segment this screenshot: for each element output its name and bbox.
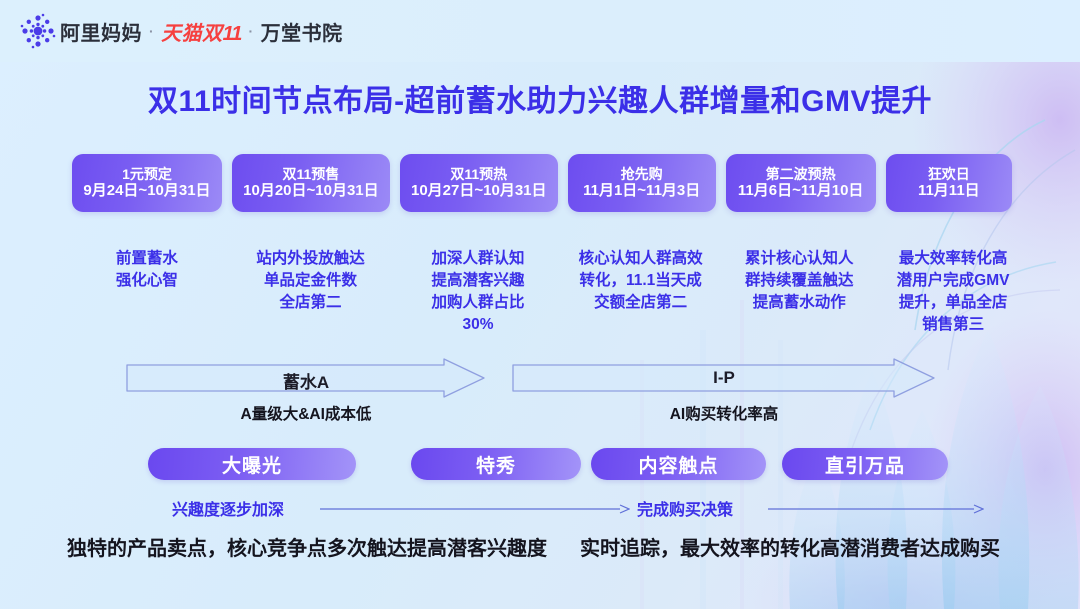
campaign-suffix: 11 [222, 22, 243, 45]
stage-description: 前置蓄水强化心智 [115, 250, 178, 289]
stage-card[interactable]: 抢先购 11月1日~11月3日 [567, 154, 716, 212]
stage-card[interactable]: 1元预定 9月24日~10月31日 [72, 154, 222, 212]
stage-date: 11月1日~11月3日 [583, 182, 701, 200]
stage-name: 抢先购 [620, 165, 663, 182]
progress-arrow-icon [768, 504, 984, 514]
stage-description: 累计核心认知人群持续覆盖触达提高蓄水动作 [745, 250, 854, 311]
product-pill[interactable]: 大曝光 [148, 448, 356, 480]
phase-arrow-shuiA: 蓄水A A量级大&AI成本低 [126, 358, 486, 423]
stage-date: 10月20日~10月31日 [243, 182, 379, 200]
stage-descriptions-row: 前置蓄水强化心智 站内外投放触达单品定金件数全店第二 加深人群认知提高潜客兴趣加… [72, 248, 1022, 336]
pill-caption: 完成购买决策 [637, 502, 734, 519]
stage-date: 11月6日~11月10日 [737, 182, 864, 200]
pill-captions-row: 兴趣度逐步加深 完成购买决策 [0, 496, 1080, 520]
footnote: 实时追踪，最大效率的转化高潜消费者达成购买 [580, 538, 1000, 560]
phase-arrow-ip: I-P AI购买转化率高 [512, 358, 936, 423]
stage-card[interactable]: 双11预热 10月27日~10月31日 [399, 154, 558, 212]
stage-name: 双11预售 [282, 165, 340, 182]
stage-name: 狂欢日 [927, 165, 970, 182]
stage-card[interactable]: 狂欢日 11月11日 [885, 154, 1012, 212]
stage-card[interactable]: 双11预售 10月20日~10月31日 [231, 154, 390, 212]
stage-description: 站内外投放触达单品定金件数全店第二 [256, 250, 365, 311]
product-pill[interactable]: 内容触点 [591, 448, 766, 480]
stage-date: 9月24日~10月31日 [83, 182, 211, 200]
phase-arrow-caption: AI购买转化率高 [669, 406, 779, 423]
brand-name: 阿里妈妈 [60, 22, 142, 45]
brand-separator-2: · [248, 23, 254, 39]
stage-cards-row: 1元预定 9月24日~10月31日 双11预售 10月20日~10月31日 双1… [72, 154, 1012, 212]
stage-description: 核心认知人群高效转化，11.1当天成交额全店第二 [578, 250, 703, 311]
phase-arrow-caption: A量级大&AI成本低 [240, 406, 372, 423]
phase-arrow-label: 蓄水A [282, 373, 330, 392]
product-pill[interactable]: 直引万品 [782, 448, 948, 480]
pill-caption: 兴趣度逐步加深 [172, 502, 285, 519]
product-pills-row: 大曝光 特秀 内容触点 直引万品 [0, 448, 1080, 480]
brand-separator-1: · [149, 23, 155, 39]
arrow-shape-icon [126, 358, 485, 398]
brand-lockup: 阿里妈妈 · 天猫双11 · 万堂书院 [60, 17, 343, 46]
alimama-starburst-icon [16, 9, 60, 53]
campaign-name: 天猫双11 [161, 17, 243, 46]
phase-arrows-row: 蓄水A A量级大&AI成本低 I-P AI购买转化率高 [0, 358, 1080, 423]
stage-date: 11月11日 [917, 182, 980, 200]
stage-date: 10月27日~10月31日 [411, 182, 547, 200]
phase-arrow-label: I-P [713, 368, 735, 387]
stage-card[interactable]: 第二波预热 11月6日~11月10日 [725, 154, 876, 212]
stage-name: 第二波预热 [765, 165, 836, 182]
page-title: 双11时间节点布局-超前蓄水助力兴趣人群增量和GMV提升 [147, 85, 933, 118]
stage-name: 双11预热 [450, 165, 508, 182]
stage-name: 1元预定 [122, 165, 172, 182]
footnote: 独特的产品卖点，核心竞争点多次触达提高潜客兴趣度 [67, 538, 547, 560]
product-pill[interactable]: 特秀 [411, 448, 581, 480]
sub-brand-name: 万堂书院 [260, 22, 343, 45]
campaign-prefix: 天猫双 [161, 22, 223, 45]
header-bar: 阿里妈妈 · 天猫双11 · 万堂书院 [0, 0, 1080, 62]
progress-arrow-icon [320, 504, 630, 514]
